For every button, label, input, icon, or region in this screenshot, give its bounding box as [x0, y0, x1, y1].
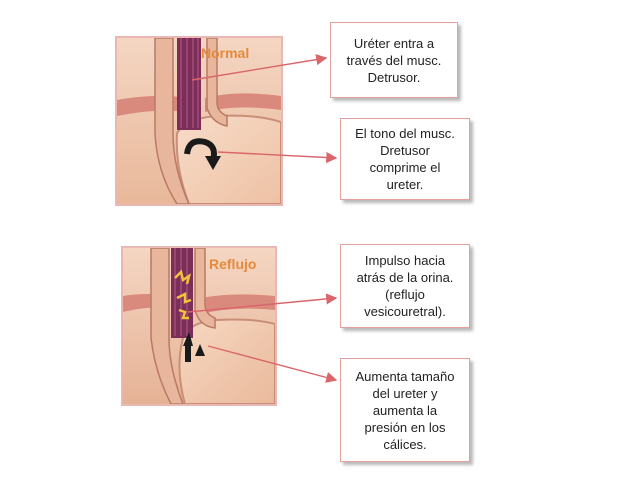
panel-label-reflux: Reflujo	[209, 256, 257, 272]
callout-muscle-tone: El tono del musc. Dretusor comprime el u…	[340, 118, 470, 200]
reflux-illustration: Reflujo	[121, 246, 277, 406]
panel-label-normal: Normal	[201, 45, 250, 61]
callout-ureter-entry: Uréter entra a través del musc. Detrusor…	[330, 22, 458, 98]
callout-pressure: Aumenta tamaño del ureter y aumenta la p…	[340, 358, 470, 462]
callout-backflow: Impulso hacia atrás de la orina. (refluj…	[340, 244, 470, 328]
normal-anatomy-drawing	[117, 38, 281, 204]
normal-illustration: Normal	[115, 36, 283, 206]
